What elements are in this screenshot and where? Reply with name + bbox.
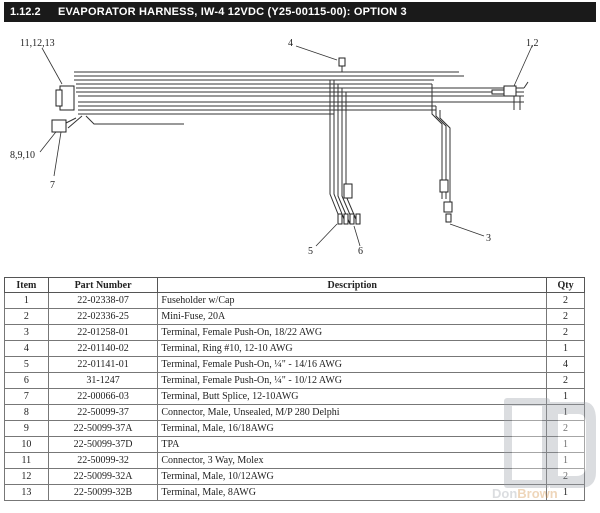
- table-row: 4 22-01140-02 Terminal, Ring #10, 12-10 …: [4, 340, 585, 357]
- cell-description: Terminal, Ring #10, 12-10 AWG: [157, 340, 548, 357]
- header-qty: Qty: [546, 277, 585, 293]
- cell-part-number: 22-00066-03: [47, 388, 159, 405]
- cell-qty: 2: [546, 308, 585, 325]
- cell-part-number: 22-50099-37A: [47, 420, 159, 437]
- svg-text:DonBrown: DonBrown: [492, 486, 558, 501]
- cell-qty: 1: [546, 404, 585, 421]
- table-row: 5 22-01141-01 Terminal, Female Push-On, …: [4, 356, 585, 373]
- table-row: 13 22-50099-32B Terminal, Male, 8AWG 1: [4, 484, 585, 501]
- cell-part-number: 22-01140-02: [47, 340, 159, 357]
- section-header: 1.12.2 EVAPORATOR HARNESS, IW-4 12VDC (Y…: [4, 2, 596, 22]
- cell-item: 5: [4, 356, 49, 373]
- cell-item: 2: [4, 308, 49, 325]
- donbrown-watermark-logo: DonBrown: [492, 398, 596, 501]
- cell-item: 13: [4, 484, 49, 501]
- cell-description: Terminal, Male, 8AWG: [157, 484, 548, 501]
- table-row: 7 22-00066-03 Terminal, Butt Splice, 12-…: [4, 388, 585, 405]
- section-title: EVAPORATOR HARNESS, IW-4 12VDC (Y25-0011…: [58, 6, 407, 18]
- table-row: 6 31-1247 Terminal, Female Push-On, ¼" -…: [4, 372, 585, 389]
- callout-4: 4: [288, 38, 293, 49]
- cell-part-number: 22-50099-37D: [47, 436, 159, 453]
- header-item: Item: [4, 277, 49, 293]
- cell-part-number: 22-50099-32: [47, 452, 159, 469]
- table-row: 2 22-02336-25 Mini-Fuse, 20A 2: [4, 308, 585, 325]
- cell-part-number: 22-02336-25: [47, 308, 159, 325]
- cell-description: Terminal, Female Push-On, ¼" - 10/12 AWG: [157, 372, 548, 389]
- cell-item: 8: [4, 404, 49, 421]
- cell-item: 6: [4, 372, 49, 389]
- cell-item: 11: [4, 452, 49, 469]
- cell-item: 7: [4, 388, 49, 405]
- cell-qty: 4: [546, 356, 585, 373]
- callout-1-2: 1,2: [526, 38, 539, 49]
- cell-description: Terminal, Female Push-On, 18/22 AWG: [157, 324, 548, 341]
- cell-qty: 1: [546, 340, 585, 357]
- table-row: 8 22-50099-37 Connector, Male, Unsealed,…: [4, 404, 585, 421]
- parts-table: Item Part Number Description Qty 1 22-02…: [4, 277, 585, 501]
- cell-description: Mini-Fuse, 20A: [157, 308, 548, 325]
- cell-part-number: 22-50099-32B: [47, 484, 159, 501]
- cell-part-number: 22-01258-01: [47, 324, 159, 341]
- callout-3: 3: [486, 233, 491, 244]
- cell-qty: 2: [546, 324, 585, 341]
- callout-5: 5: [308, 246, 313, 257]
- cell-description: Fuseholder w/Cap: [157, 292, 548, 309]
- callout-11-12-13: 11,12,13: [20, 38, 55, 49]
- cell-part-number: 31-1247: [47, 372, 159, 389]
- callout-8-9-10: 8,9,10: [10, 150, 35, 161]
- table-header-row: Item Part Number Description Qty: [4, 277, 585, 293]
- callout-7: 7: [50, 180, 55, 191]
- header-description: Description: [157, 277, 548, 293]
- cell-item: 10: [4, 436, 49, 453]
- cell-item: 4: [4, 340, 49, 357]
- cell-item: 9: [4, 420, 49, 437]
- callout-6: 6: [358, 246, 363, 257]
- cell-qty: 2: [546, 372, 585, 389]
- cell-item: 3: [4, 324, 49, 341]
- table-row: 1 22-02338-07 Fuseholder w/Cap 2: [4, 292, 585, 309]
- cell-item: 12: [4, 468, 49, 485]
- table-row: 3 22-01258-01 Terminal, Female Push-On, …: [4, 324, 585, 341]
- harness-diagram: 11,12,13 4 1,2 8,9,10 7 5 6 3: [10, 38, 539, 257]
- cell-qty: 1: [546, 484, 585, 501]
- cell-part-number: 22-01141-01: [47, 356, 159, 373]
- header-part-number: Part Number: [47, 277, 159, 293]
- section-number: 1.12.2: [10, 6, 41, 18]
- cell-part-number: 22-50099-37: [47, 404, 159, 421]
- table-row: 12 22-50099-32A Terminal, Male, 10/12AWG…: [4, 468, 585, 485]
- cell-part-number: 22-50099-32A: [47, 468, 159, 485]
- cell-part-number: 22-02338-07: [47, 292, 159, 309]
- cell-qty: 2: [546, 292, 585, 309]
- cell-item: 1: [4, 292, 49, 309]
- cell-description: Terminal, Female Push-On, ¼" - 14/16 AWG: [157, 356, 548, 373]
